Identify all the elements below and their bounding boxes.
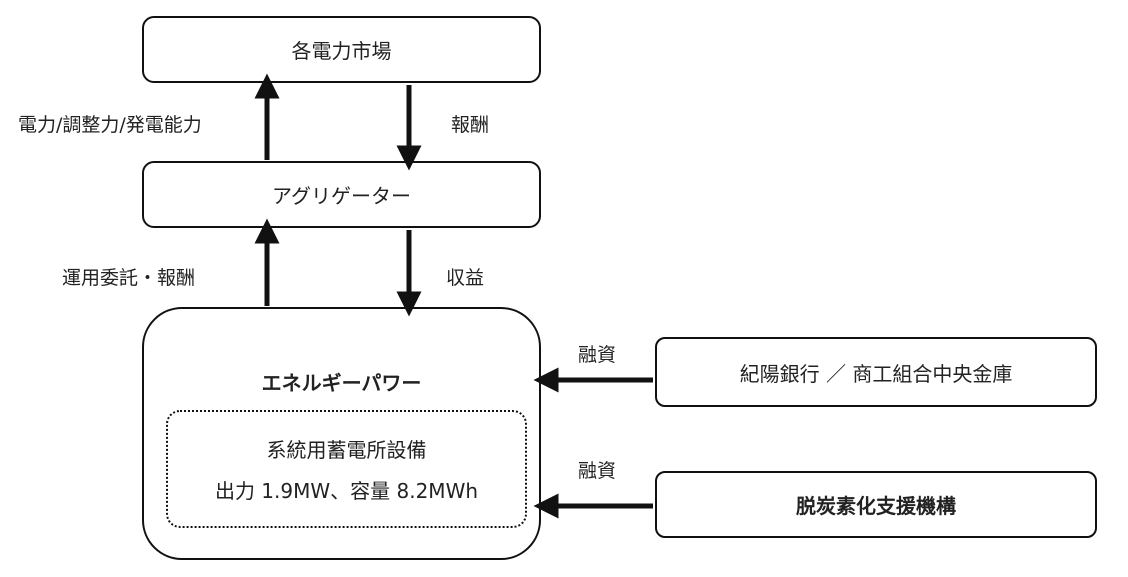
fund-box: 脱炭素化支援機構 <box>655 471 1097 538</box>
storage-facility-box: 系統用蓄電所設備 出力 1.9MW、容量 8.2MWh <box>166 410 527 528</box>
energy-power-label: エネルギーパワー <box>261 371 422 395</box>
storage-facility-name: 系統用蓄電所設備 <box>266 438 427 462</box>
energy-power-box: エネルギーパワー 系統用蓄電所設備 出力 1.9MW、容量 8.2MWh <box>142 307 541 560</box>
bank-label: 紀陽銀行 ／ 商工組合中央金庫 <box>739 361 1013 386</box>
fund-label: 脱炭素化支援機構 <box>796 494 956 518</box>
loan-label-bank: 融資 <box>578 344 617 366</box>
to-market-label: 電力/調整力/発電能力 <box>18 114 202 136</box>
from-market-label: 報酬 <box>451 114 490 136</box>
aggregator-box: アグリゲーター <box>142 161 541 228</box>
loan-label-fund: 融資 <box>578 460 617 482</box>
storage-facility-spec: 出力 1.9MW、容量 8.2MWh <box>214 479 479 503</box>
bank-box: 紀陽銀行 ／ 商工組合中央金庫 <box>655 337 1097 407</box>
to-aggregator-label: 運用委託・報酬 <box>62 267 196 289</box>
electricity-market-label: 各電力市場 <box>291 39 392 63</box>
from-aggregator-label: 収益 <box>446 267 485 289</box>
aggregator-label: アグリゲーター <box>272 184 411 208</box>
electricity-market-box: 各電力市場 <box>142 16 541 83</box>
